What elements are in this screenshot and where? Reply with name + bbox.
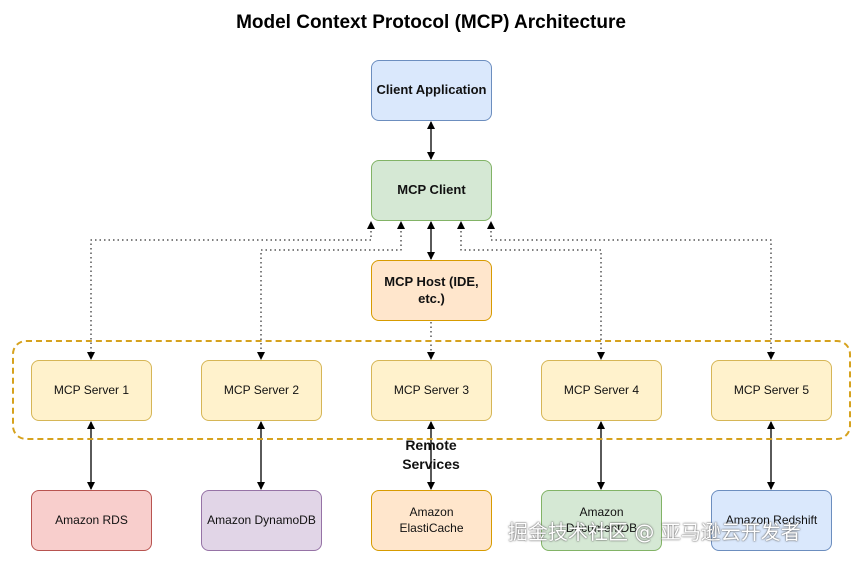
client-application-label: Client Application — [376, 82, 487, 98]
mcp-server-3-node: MCP Server 3 — [371, 360, 492, 421]
edge-mcp-client-to-server-5 — [487, 221, 775, 360]
amazon-redshift-label: Amazon Redshift — [725, 512, 818, 527]
mcp-server-1-label: MCP Server 1 — [53, 382, 130, 397]
mcp-host-label: MCP Host (IDE, etc.) — [384, 273, 479, 306]
mcp-client-node: MCP Client — [371, 160, 492, 221]
watermark-text: 掘金技术社区 @ 亚马逊云开发者 — [508, 520, 801, 544]
amazon-documentdb-label: Amazon DocumentDB — [565, 504, 638, 535]
mcp-server-2-node: MCP Server 2 — [201, 360, 322, 421]
remote-services-group — [12, 340, 851, 440]
mcp-server-5-label: MCP Server 5 — [733, 382, 810, 397]
amazon-redshift-node: Amazon Redshift — [711, 490, 832, 551]
mcp-server-4-label: MCP Server 4 — [563, 382, 640, 397]
edge-mcp-client-to-server-2 — [257, 221, 405, 360]
amazon-documentdb-node: Amazon DocumentDB — [541, 490, 662, 551]
amazon-dynamodb-node: Amazon DynamoDB — [201, 490, 322, 551]
edge-mcp-client-to-server-4 — [457, 221, 605, 360]
mcp-server-4-node: MCP Server 4 — [541, 360, 662, 421]
mcp-server-3-label: MCP Server 3 — [393, 382, 470, 397]
client-application-node: Client Application — [371, 60, 492, 121]
diagram-title: Model Context Protocol (MCP) Architectur… — [236, 12, 626, 33]
mcp-server-2-label: MCP Server 2 — [223, 382, 300, 397]
mcp-server-1-node: MCP Server 1 — [31, 360, 152, 421]
amazon-elasticache-label: Amazon ElastiCache — [399, 504, 464, 535]
amazon-rds-label: Amazon RDS — [55, 512, 128, 527]
mcp-host-node: MCP Host (IDE, etc.) — [371, 260, 492, 321]
amazon-dynamodb-label: Amazon DynamoDB — [207, 512, 316, 527]
amazon-rds-node: Amazon RDS — [31, 490, 152, 551]
mcp-client-label: MCP Client — [397, 182, 466, 198]
remote-services-label: Remote Services — [402, 437, 460, 472]
amazon-elasticache-node: Amazon ElastiCache — [371, 490, 492, 551]
mcp-server-5-node: MCP Server 5 — [711, 360, 832, 421]
edge-mcp-client-to-server-1 — [87, 221, 375, 360]
